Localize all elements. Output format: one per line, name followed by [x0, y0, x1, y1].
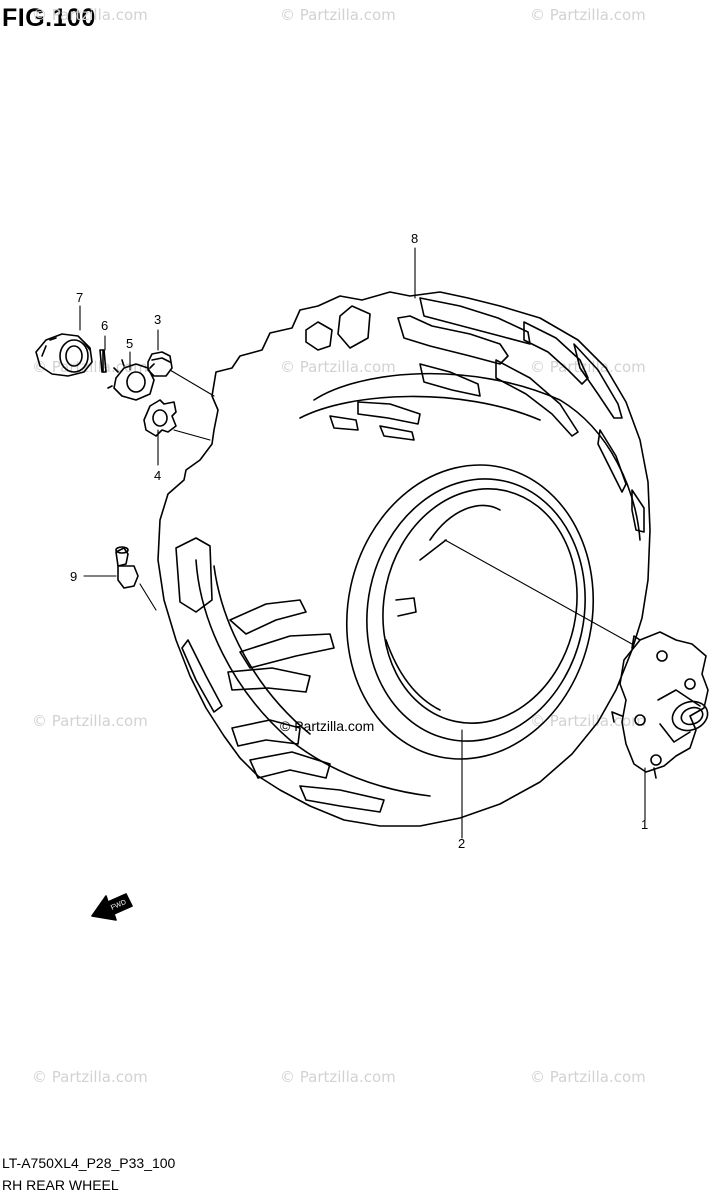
callout-7: 7	[76, 290, 83, 305]
watermark: © Partzilla.com	[32, 1068, 148, 1086]
watermark: © Partzilla.com	[530, 712, 646, 730]
diagram-name: RH REAR WHEEL	[2, 1177, 119, 1193]
watermark: © Partzilla.com	[32, 712, 148, 730]
lug-nut-part-3	[147, 351, 173, 377]
hub-part-1	[611, 631, 709, 779]
watermark: © Partzilla.com	[32, 6, 148, 24]
watermark: © Partzilla.com	[530, 1068, 646, 1086]
callout-4: 4	[154, 468, 161, 483]
callout-9: 9	[70, 569, 77, 584]
watermark: © Partzilla.com	[280, 358, 396, 376]
callout-8: 8	[411, 231, 418, 246]
diagram-code: LT-A750XL4_P28_P33_100	[2, 1155, 176, 1171]
callout-1: 1	[641, 817, 648, 832]
cotter-pin-part-6	[99, 349, 107, 373]
watermark: © Partzilla.com	[280, 1068, 396, 1086]
castle-nut-part-5	[107, 359, 155, 401]
callout-6: 6	[101, 318, 108, 333]
watermark: © Partzilla.com	[530, 6, 646, 24]
callout-2: 2	[458, 836, 465, 851]
tire	[157, 291, 651, 827]
callout-5: 5	[126, 336, 133, 351]
figure-title: FIG.100	[2, 4, 96, 32]
washer-part-4	[143, 399, 177, 437]
forward-arrow: FWD	[91, 893, 133, 921]
axle-nut-part-7	[35, 333, 93, 377]
callout-3: 3	[154, 312, 161, 327]
leader-lines	[79, 247, 646, 839]
valve-stem-part-9	[115, 546, 139, 589]
watermark: © Partzilla.com	[280, 6, 396, 24]
center-copyright: © Partzilla.com	[280, 718, 374, 734]
